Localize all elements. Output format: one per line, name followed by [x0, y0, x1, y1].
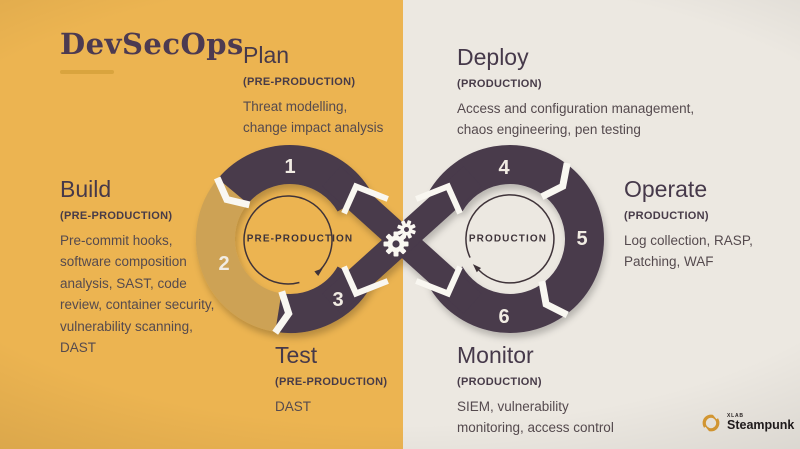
chevron-icon [538, 280, 569, 319]
stage-name-operate: Operate [624, 176, 708, 202]
stage-line: Log collection, RASP, [624, 233, 753, 248]
stage-block-operate: Operate (PRODUCTION) Log collection, RAS… [624, 178, 753, 273]
chevron-icon [214, 176, 251, 209]
steampunk-gear-icon [702, 412, 720, 434]
stage-block-monitor: Monitor (PRODUCTION) SIEM, vulnerability… [457, 344, 614, 439]
gears-icon [383, 220, 416, 257]
step-number-5: 5 [576, 228, 587, 250]
stage-lines-deploy: Access and configuration management, cha… [457, 98, 694, 141]
stage-env-monitor: (PRODUCTION) [457, 376, 542, 388]
page-title: DevSecOps [60, 27, 244, 61]
stage-line: Access and configuration management, [457, 101, 695, 116]
stage-env-test: (PRE-PRODUCTION) [275, 376, 388, 388]
stage-env-build: (PRE-PRODUCTION) [60, 210, 173, 222]
chevron-icon [540, 162, 571, 200]
ring-chevron-separators [214, 162, 571, 335]
stage-line: Pre-commit hooks, [60, 233, 173, 248]
crossing-chevrons [341, 182, 463, 298]
stage-line: review, container security, [60, 297, 215, 313]
stage-line: monitoring, access control [457, 420, 614, 436]
chevron-icon [415, 265, 463, 298]
stage-line: chaos engineering, pen testing [457, 122, 641, 138]
stage-line: vulnerability scanning, [60, 318, 193, 334]
stage-env-deploy: (PRODUCTION) [457, 78, 542, 90]
production-cycle-circle [465, 194, 555, 284]
chevron-icon [415, 182, 463, 215]
stage-lines-monitor: SIEM, vulnerability monitoring, access c… [457, 396, 614, 439]
stage-env-plan: (PRE-PRODUCTION) [243, 76, 356, 88]
chevron-icon [272, 290, 293, 335]
segment-build-arc [195, 178, 283, 332]
chevron-icon [341, 265, 389, 298]
stage-block-test: Test (PRE-PRODUCTION) DAST [275, 344, 387, 417]
stage-line: analysis, SAST, code [60, 275, 187, 291]
arrow-icon [472, 264, 482, 273]
production-label: PRODUCTION [469, 234, 547, 245]
step-number-1: 1 [284, 156, 295, 178]
stage-name-plan: Plan [243, 42, 290, 68]
stage-name-build: Build [60, 176, 112, 202]
production-ring-arc [428, 145, 604, 333]
stage-name-deploy: Deploy [457, 44, 529, 70]
stage-line: DAST [60, 340, 97, 356]
step-numbers: 1 2 3 4 5 6 [218, 156, 587, 328]
stage-line: change impact analysis [243, 120, 384, 136]
stage-block-plan: Plan (PRE-PRODUCTION) Threat modelling, … [243, 44, 383, 139]
stage-block-deploy: Deploy (PRODUCTION) Access and configura… [457, 46, 694, 141]
stage-lines-operate: Log collection, RASP, Patching, WAF [624, 230, 753, 273]
stage-line: SIEM, vulnerability [457, 399, 569, 414]
stage-line: Threat modelling, [243, 99, 348, 114]
stage-block-build: Build (PRE-PRODUCTION) Pre-commit hooks,… [60, 178, 214, 358]
step-number-4: 4 [498, 157, 510, 179]
step-number-3: 3 [332, 289, 343, 311]
logo-text: XLAB Steampunk [727, 414, 794, 432]
arrow-icon [314, 268, 323, 276]
stage-lines-test: DAST [275, 396, 387, 417]
stage-env-operate: (PRODUCTION) [624, 210, 709, 222]
title-underline [60, 70, 114, 74]
stage-line: Patching, WAF [624, 254, 714, 270]
stage-lines-plan: Threat modelling, change impact analysis [243, 96, 383, 139]
logo-company: XLAB [727, 413, 744, 419]
preproduction-cycle-circle [243, 195, 333, 285]
stage-name-test: Test [275, 342, 318, 368]
stage-name-monitor: Monitor [457, 342, 534, 368]
steampunk-logo: XLAB Steampunk [700, 412, 794, 434]
step-number-6: 6 [498, 306, 509, 328]
chevron-icon [341, 182, 389, 215]
preproduction-label: PRE-PRODUCTION [247, 234, 354, 245]
stage-lines-build: Pre-commit hooks, software composition a… [60, 230, 214, 358]
step-number-2: 2 [218, 253, 229, 275]
stage-line: DAST [275, 399, 312, 414]
stage-line: software composition [60, 254, 187, 270]
logo-name: Steampunk [727, 418, 795, 432]
